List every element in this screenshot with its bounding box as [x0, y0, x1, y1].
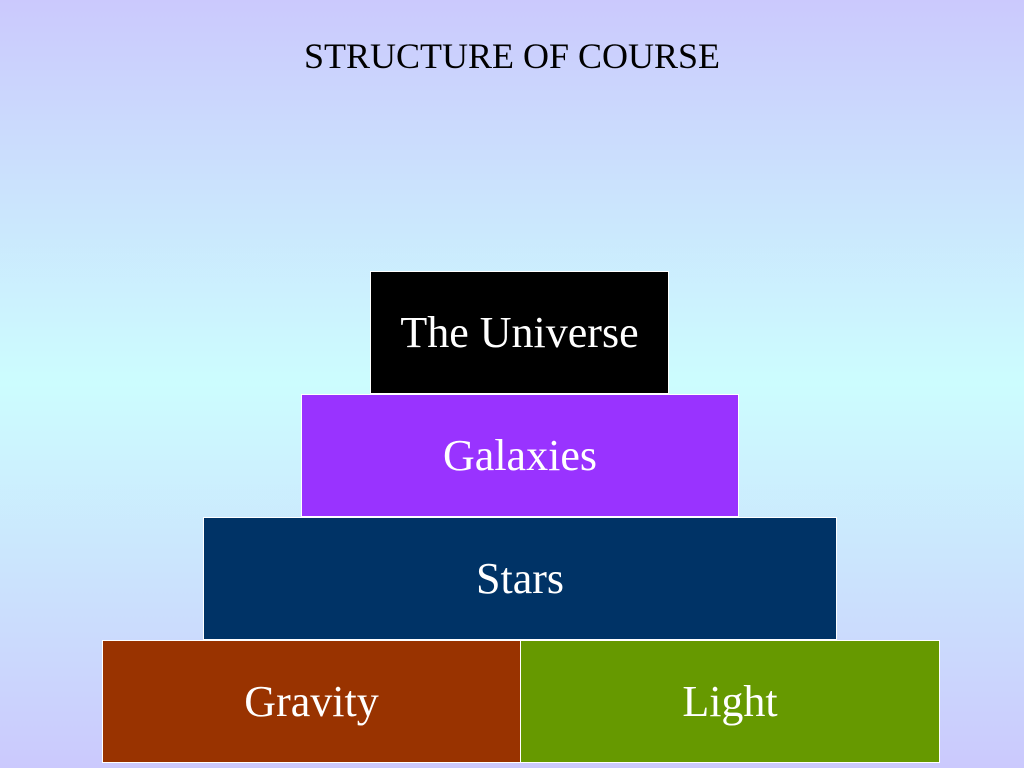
- pyramid-block-label: Galaxies: [443, 431, 597, 480]
- pyramid-block-gravity: Gravity: [102, 640, 521, 763]
- pyramid-block-label: Gravity: [244, 677, 379, 726]
- pyramid-block-label: Stars: [476, 554, 564, 603]
- pyramid-block-light: Light: [520, 640, 940, 763]
- pyramid-block-galaxies: Galaxies: [301, 394, 739, 517]
- pyramid-block-label: The Universe: [400, 308, 639, 357]
- pyramid-block-label: Light: [682, 677, 778, 726]
- pyramid-block-stars: Stars: [203, 517, 837, 640]
- pyramid-block-universe: The Universe: [370, 271, 669, 394]
- slide-title: STRUCTURE OF COURSE: [303, 36, 721, 76]
